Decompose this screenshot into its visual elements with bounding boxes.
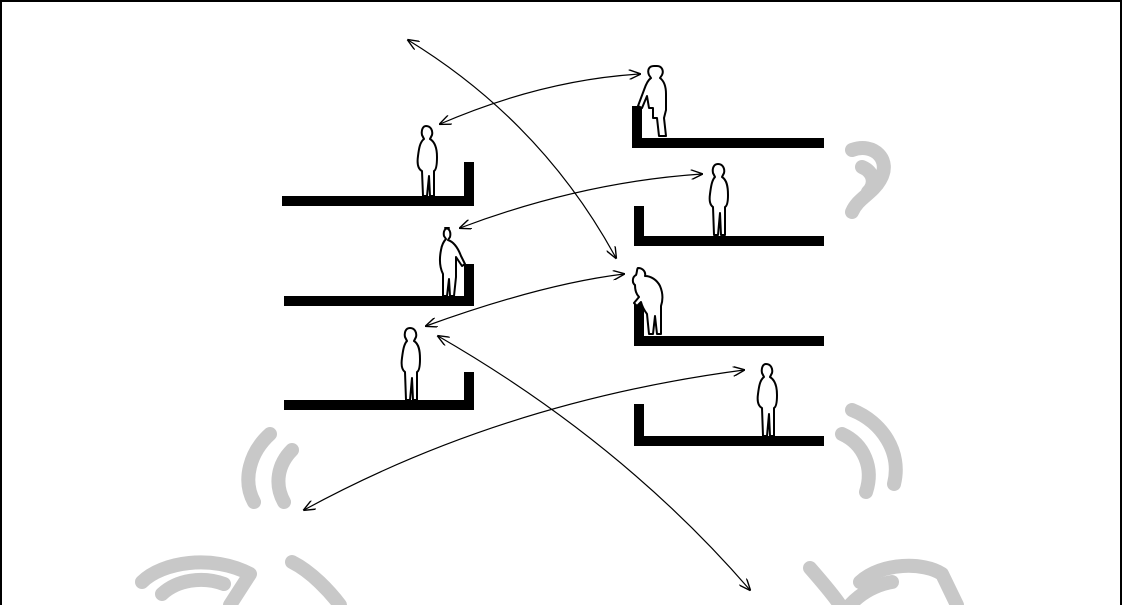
left-balcony-2 — [284, 227, 474, 306]
standing-person-icon — [708, 163, 729, 236]
person-leaning-on-railing-icon — [438, 227, 466, 297]
standing-person-icon — [400, 327, 421, 401]
left-balcony-1 — [282, 125, 474, 206]
sightline-arrow — [438, 336, 750, 590]
right-balcony-4 — [634, 363, 824, 446]
right-balcony-2 — [634, 163, 824, 246]
standing-person-icon — [416, 125, 438, 197]
sightlines — [304, 40, 750, 590]
person-bending-over-railing-icon — [631, 267, 664, 335]
right-balcony-3 — [631, 267, 824, 346]
sightline-arrow — [408, 40, 616, 258]
sightline-arrow — [460, 174, 702, 228]
person-climbing-stairs-icon — [637, 65, 667, 137]
right-balcony-1 — [632, 65, 824, 148]
standing-person-icon — [756, 363, 778, 437]
seal-watermark-icon — [135, 141, 964, 605]
sightline-arrow — [440, 74, 640, 124]
sightline-arrow — [426, 274, 624, 326]
sightline-arrow — [304, 370, 744, 510]
